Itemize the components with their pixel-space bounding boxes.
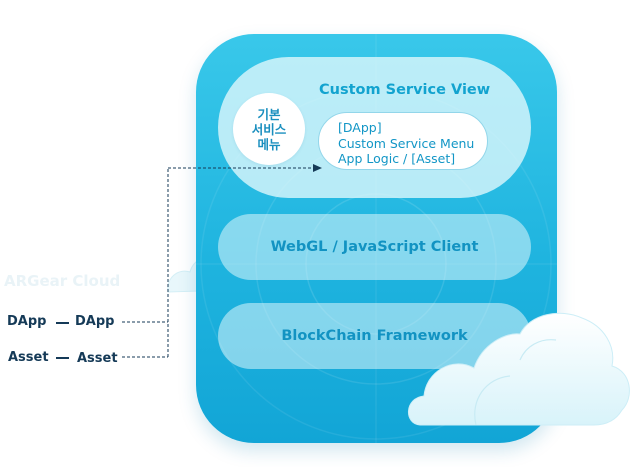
arrow-head-icon (313, 164, 322, 172)
blockchain-framework-layer: BlockChain Framework (218, 303, 531, 369)
custom-service-view-title: Custom Service View (319, 82, 491, 98)
left-dapp-label: DApp (7, 314, 47, 329)
right-dapp-label: DApp (75, 314, 115, 329)
webgl-client-label: WebGL / JavaScript Client (270, 239, 479, 255)
dapp-line-2: Custom Service Menu (338, 135, 475, 151)
dapp-custom-menu-box: [DApp] Custom Service Menu App Logic / [… (318, 112, 488, 170)
basic-menu-line-3: 메뉴 (257, 136, 281, 152)
left-asset-label: Asset (8, 350, 49, 365)
left-dapp-dash (56, 322, 69, 324)
dapp-line-1: [DApp] (338, 120, 382, 135)
basic-menu-line-1: 기본 (257, 106, 281, 122)
right-asset-label: Asset (77, 351, 118, 366)
cloud-caption: ARGear Cloud (4, 272, 121, 290)
webgl-client-layer: WebGL / JavaScript Client (218, 214, 531, 280)
blockchain-framework-label: BlockChain Framework (281, 328, 468, 344)
basic-menu-line-2: 서비스 (251, 121, 287, 137)
left-asset-dash (56, 357, 69, 359)
basic-service-menu-circle: 기본 서비스 메뉴 (233, 93, 305, 165)
dapp-line-3: App Logic / [Asset] (338, 151, 456, 166)
